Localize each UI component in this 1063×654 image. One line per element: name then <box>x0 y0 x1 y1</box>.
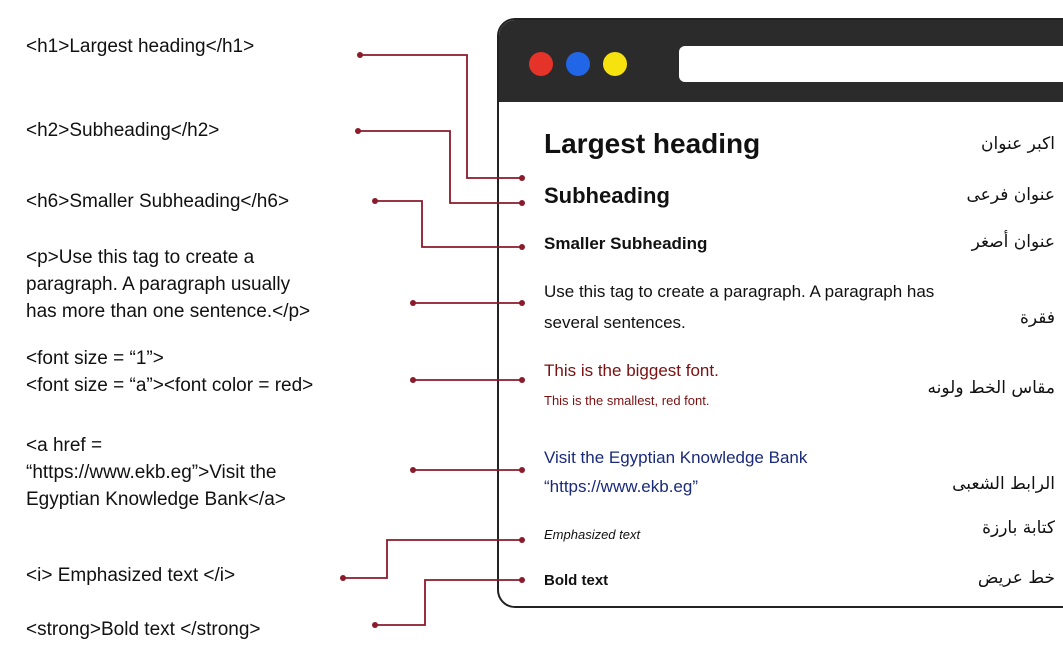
preview-link[interactable]: Visit the Egyptian Knowledge Bank “https… <box>544 443 807 501</box>
code-label-p-line2: paragraph. A paragraph usually <box>26 274 291 295</box>
connector-h1-start-dot <box>357 52 363 58</box>
connector-h1 <box>360 54 522 179</box>
connector-h6-end-dot <box>519 244 525 250</box>
preview-smallest-font: This is the smallest, red font. <box>544 393 710 408</box>
code-label-h2: <h2>Subheading</h2> <box>26 120 220 141</box>
address-bar <box>679 46 1063 82</box>
arabic-smaller-subheading: عنوان أصغر <box>971 232 1055 252</box>
code-label-h1: <h1>Largest heading</h1> <box>26 36 255 57</box>
code-label-font-line1: <font size = “1”> <box>26 348 164 369</box>
connector-font-start-dot <box>410 377 416 383</box>
browser-window <box>497 18 1063 608</box>
preview-paragraph-line1: Use this tag to create a paragraph. A pa… <box>544 282 935 301</box>
connector-h6 <box>375 200 522 248</box>
connector-a-end-dot <box>519 467 525 473</box>
connector-p-end-dot <box>519 300 525 306</box>
preview-smaller-subheading: Smaller Subheading <box>544 234 708 253</box>
code-label-p-line1: <p>Use this tag to create a <box>26 247 255 268</box>
connector-i <box>343 539 522 579</box>
code-label-h6: <h6>Smaller Subheading</h6> <box>26 191 290 212</box>
connector-h2-end-dot <box>519 200 525 206</box>
code-label-font-line2: <font size = “a”><font color = red> <box>26 375 314 396</box>
code-label-font: <font size = “1”> <font size = “a”><font… <box>26 345 313 399</box>
connector-h2-start-dot <box>355 128 361 134</box>
connector-strong-end-dot <box>519 577 525 583</box>
arabic-largest-heading: اكبر عنوان <box>981 134 1055 154</box>
code-label-i: <i> Emphasized text </i> <box>26 565 236 586</box>
arabic-bold: خط عريض <box>977 568 1055 588</box>
connector-strong-start-dot <box>372 622 378 628</box>
connector-p-start-dot <box>410 300 416 306</box>
arabic-subheading: عنوان فرعى <box>966 185 1056 205</box>
connector-a-start-dot <box>410 467 416 473</box>
code-label-a: <a href = “https://www.ekb.eg”>Visit the… <box>26 432 286 513</box>
preview-subheading: Subheading <box>544 183 670 208</box>
arabic-link: الرابط الشعبى <box>952 474 1055 494</box>
code-label-strong: <strong>Bold text </strong> <box>26 619 261 640</box>
preview-link-line1: Visit the Egyptian Knowledge Bank <box>544 448 808 467</box>
connector-strong <box>375 579 522 626</box>
code-label-a-line3: Egyptian Knowledge Bank</a> <box>26 489 286 510</box>
preview-largest-heading: Largest heading <box>544 128 761 159</box>
code-label-a-line1: <a href = <box>26 435 103 456</box>
preview-emphasized: Emphasized text <box>544 527 641 542</box>
connector-font-end-dot <box>519 377 525 383</box>
browser-titlebar <box>499 20 1063 102</box>
code-label-a-line2: “https://www.ekb.eg”>Visit the <box>26 462 277 483</box>
preview-bold: Bold text <box>544 572 609 589</box>
minimize-dot-icon <box>566 52 590 76</box>
connector-i-end-dot <box>519 537 525 543</box>
preview-biggest-font: This is the biggest font. <box>544 361 719 380</box>
close-dot-icon <box>529 52 553 76</box>
preview-link-line2: “https://www.ekb.eg” <box>544 477 699 496</box>
preview-paragraph-line2: several sentences. <box>544 313 686 332</box>
arabic-emphasized: كتابة بارزة <box>982 518 1055 538</box>
maximize-dot-icon <box>603 52 627 76</box>
connector-i-start-dot <box>340 575 346 581</box>
connector-h1-end-dot <box>519 175 525 181</box>
connector-h6-start-dot <box>372 198 378 204</box>
connector-h2 <box>358 130 522 204</box>
arabic-font: مقاس الخط ولونه <box>927 378 1055 398</box>
preview-paragraph: Use this tag to create a paragraph. A pa… <box>544 276 934 338</box>
arabic-paragraph: فقرة <box>1019 308 1055 328</box>
code-label-p-line3: has more than one sentence.</p> <box>26 301 311 322</box>
code-label-p: <p>Use this tag to create a paragraph. A… <box>26 244 310 325</box>
